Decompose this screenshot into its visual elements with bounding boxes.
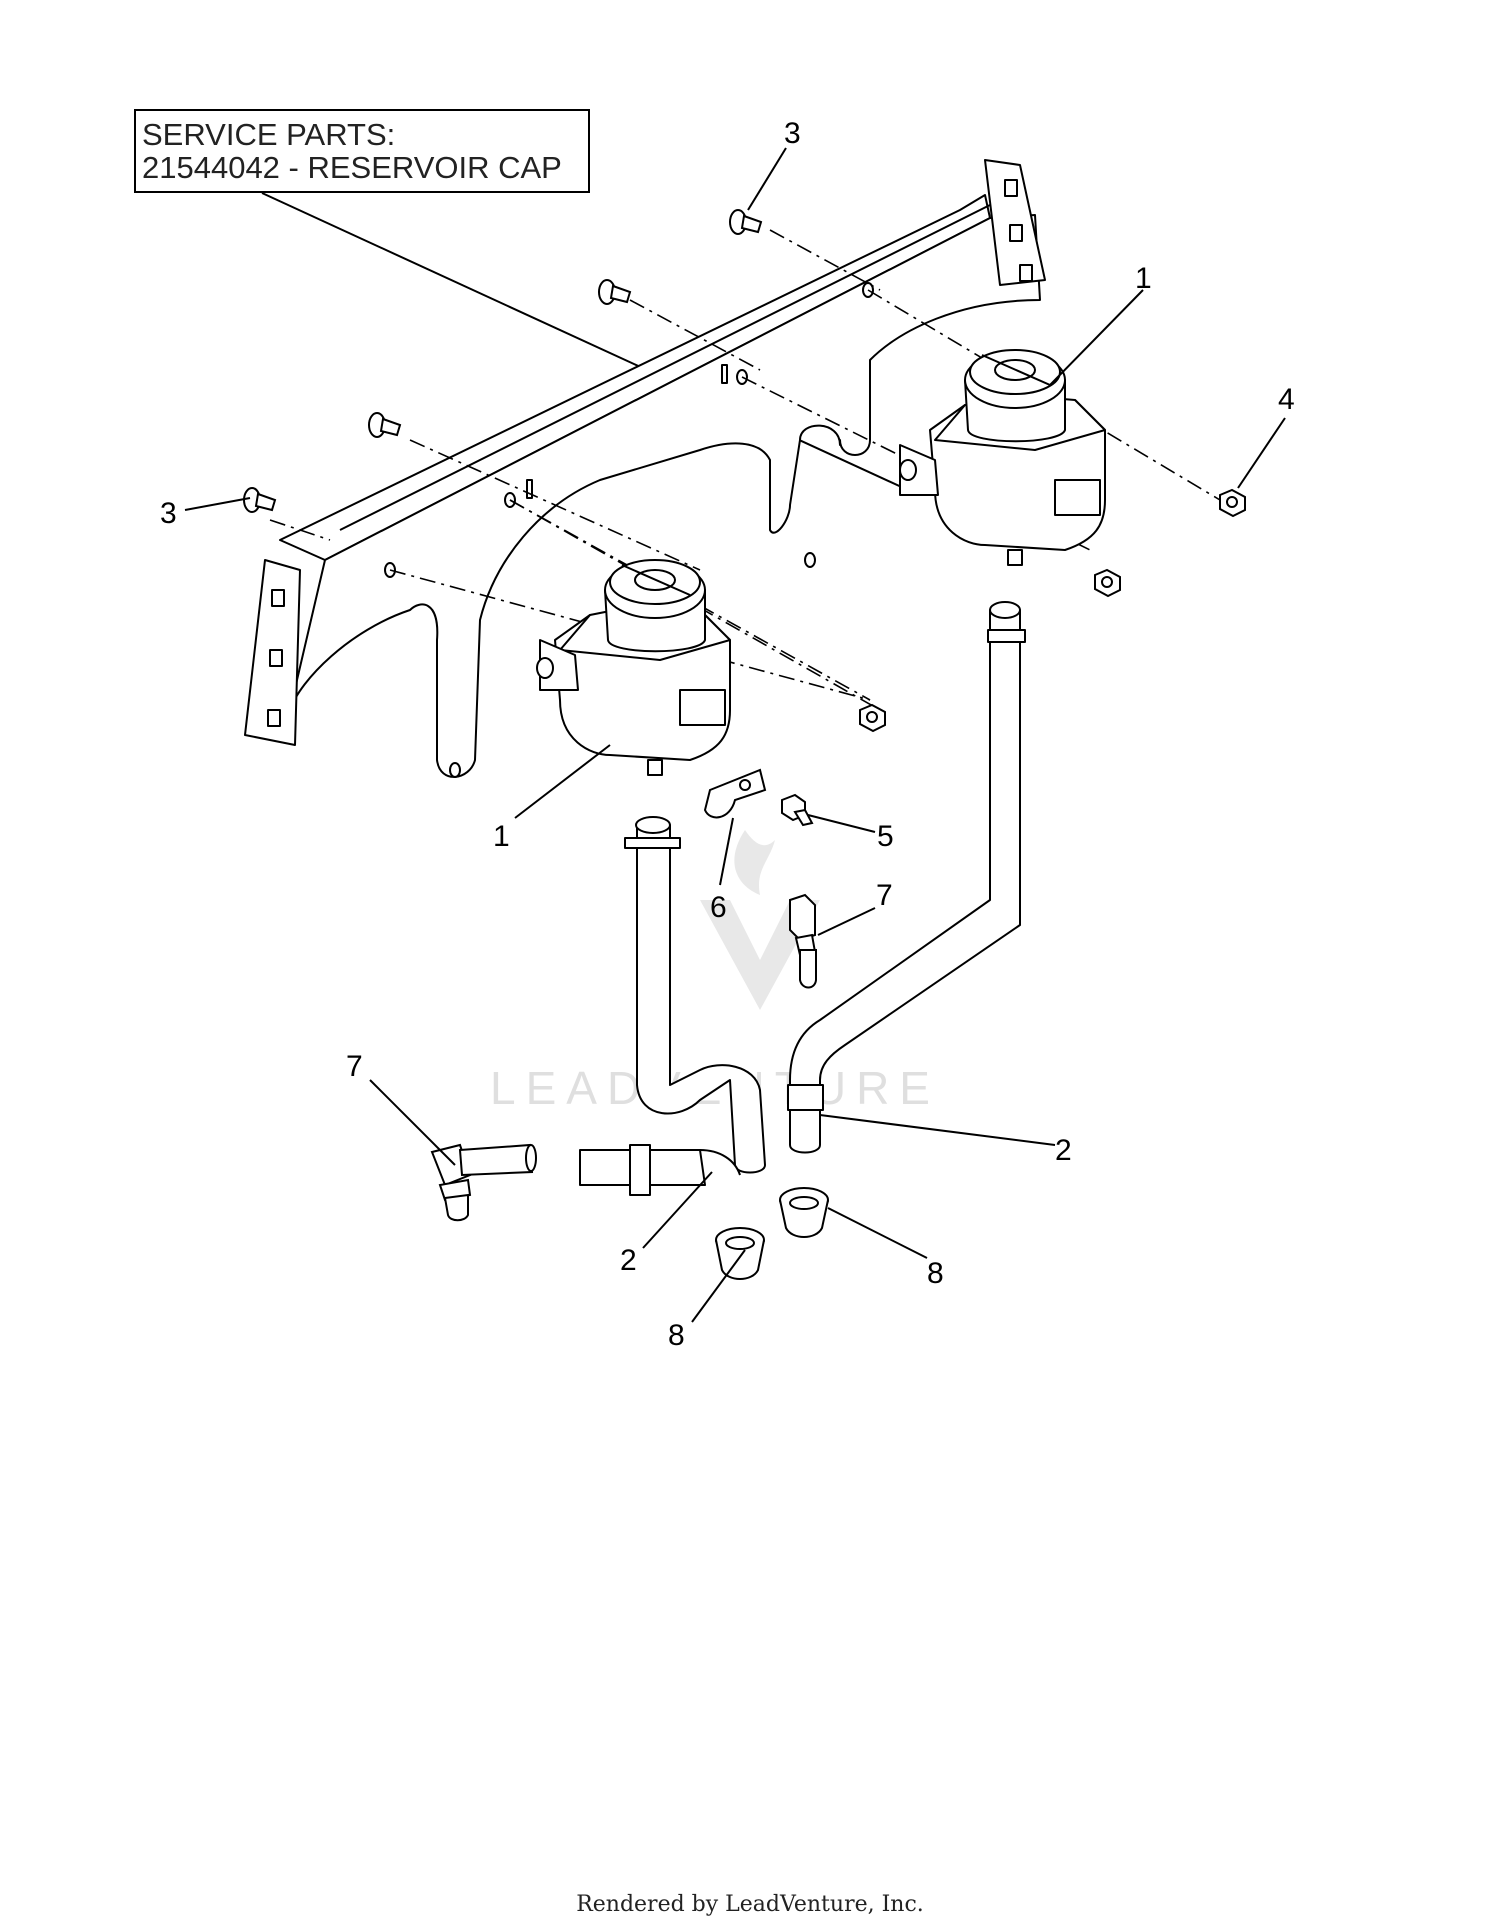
callout-7-lower: 7 (346, 1050, 363, 1083)
callout-labels: 1 1 2 2 2 3 3 4 5 6 7 7 8 8 (160, 117, 1295, 1352)
callout-2-left: 2 (620, 1244, 637, 1277)
nuts (859, 488, 1246, 733)
elbow-fitting (430, 1143, 537, 1222)
service-parts-item: 21544042 - RESERVOIR CAP (142, 150, 562, 185)
flange-bolt (781, 793, 814, 827)
render-credit: Rendered by LeadVenture, Inc. (576, 1892, 924, 1917)
callout-1-upper: 1 (1135, 262, 1152, 295)
callout-8-right: 8 (927, 1257, 944, 1290)
service-parts-box: SERVICE PARTS: 21544042 - RESERVOIR CAP (134, 109, 590, 193)
mounting-bracket (244, 159, 1046, 778)
callout-6: 6 (710, 891, 727, 924)
callout-3-top: 3 (784, 117, 801, 150)
callout-2-right: 2 (1055, 1134, 1072, 1167)
straight-fitting (789, 893, 817, 989)
service-parts-title: SERVICE PARTS: (142, 117, 395, 152)
hose-right (787, 601, 1026, 1154)
grommets (715, 1187, 829, 1280)
callout-5: 5 (877, 820, 894, 853)
callout-4: 4 (1278, 383, 1295, 416)
reservoir-right (899, 349, 1106, 566)
bolts (243, 209, 763, 513)
hose-clamp (703, 768, 767, 819)
hose-left (579, 816, 766, 1196)
callout-1-lower: 1 (493, 820, 510, 853)
callout-3-left: 3 (160, 497, 177, 530)
callout-7-upper: 7 (876, 879, 893, 912)
reservoir-left (536, 559, 731, 776)
callout-8-left: 8 (668, 1319, 685, 1352)
leader-lines (184, 147, 1286, 1323)
